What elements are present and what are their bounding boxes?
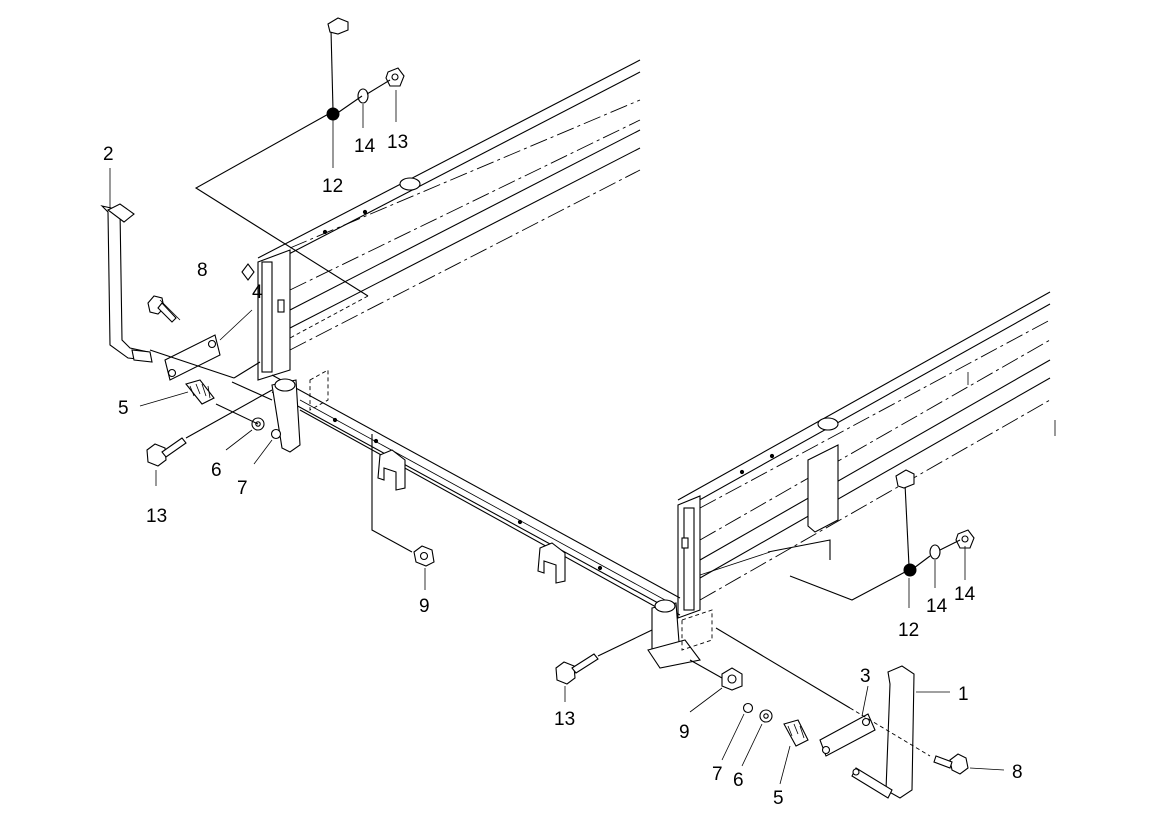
- part-4-hinge-plate-left: [164, 334, 221, 381]
- callout-11: 12: [322, 176, 343, 197]
- callout-5-left: 5: [118, 398, 129, 419]
- callout-labels: 2 8 4 5 6 7 13 12 14 13 9 12 14 14 13 9 …: [103, 132, 1023, 809]
- part-13-nut-right: [955, 529, 975, 549]
- part-9-nut-right: [721, 667, 743, 691]
- callout-14-top: 14: [354, 136, 376, 157]
- part-10-pin-right: [895, 469, 917, 577]
- callout-8-right: 8: [1012, 762, 1023, 783]
- callout-13-top: 13: [387, 132, 408, 153]
- part-5-spring-right: [783, 719, 809, 747]
- callout-8-left: 8: [197, 260, 208, 281]
- part-3-hinge-plate-right: [819, 713, 876, 757]
- part-7-ring-left: [270, 428, 282, 440]
- part-1-stake-right: [851, 665, 915, 799]
- callout-10: 12: [898, 620, 919, 641]
- callout-5-right: 5: [773, 788, 784, 809]
- callout-1: 1: [958, 684, 969, 705]
- callout-12-left: 13: [146, 506, 167, 527]
- part-6-washer-right: [759, 709, 773, 723]
- callout-3: 3: [860, 666, 871, 687]
- right-bed-rail: [677, 291, 1056, 619]
- part-13-nut-top: [385, 67, 405, 87]
- callout-14-right: 14: [926, 596, 948, 617]
- assembly-center-lines: [149, 79, 961, 757]
- left-bed-rail: [241, 59, 641, 381]
- part-7-ring-right: [742, 702, 754, 714]
- callout-4: 4: [252, 282, 263, 303]
- part-14-washer-right: [929, 544, 941, 560]
- callout-7-right: 7: [712, 764, 723, 785]
- callout-6-right: 6: [733, 770, 744, 791]
- callout-12-right: 13: [554, 709, 575, 730]
- part-8-bolt-right: [933, 753, 969, 775]
- callout-13-right: 14: [954, 584, 976, 605]
- part-14-washer-top: [357, 88, 369, 104]
- part-2-stake-left: [100, 203, 153, 363]
- callout-9-center: 9: [419, 596, 430, 617]
- part-5-spring-left: [185, 379, 215, 405]
- part-9-nut-center: [413, 545, 435, 567]
- part-8-bolt-left: [147, 295, 177, 323]
- callout-6-left: 6: [211, 460, 222, 481]
- leader-lines: [109, 90, 1005, 785]
- cross-member: [271, 369, 713, 669]
- callout-7-left: 7: [237, 478, 248, 499]
- part-12-bolt-right: [555, 653, 599, 685]
- part-12-bolt-left: [146, 437, 187, 467]
- part-11-pin-top: [326, 17, 349, 121]
- callout-9-right: 9: [679, 722, 690, 743]
- callout-2: 2: [103, 144, 114, 165]
